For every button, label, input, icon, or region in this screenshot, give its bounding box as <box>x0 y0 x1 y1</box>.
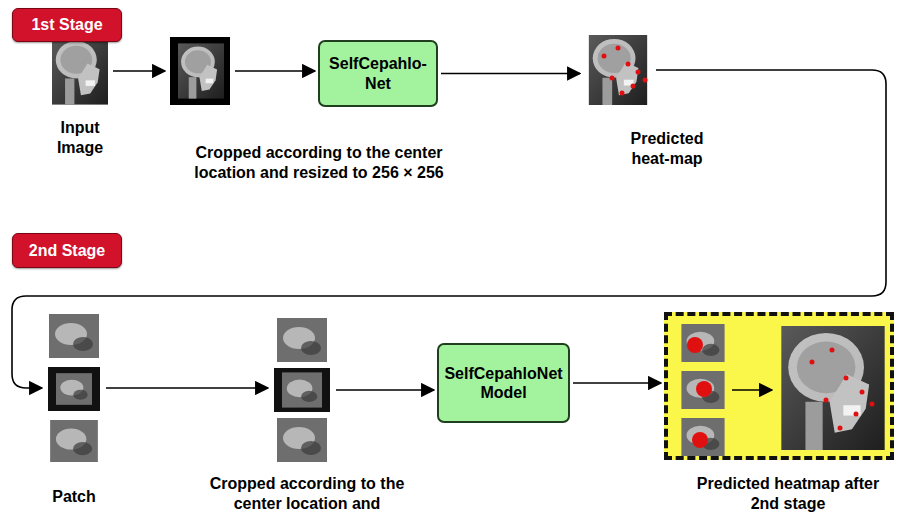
crop-letterbox <box>170 37 230 105</box>
landmark-dot <box>631 84 636 89</box>
image-node: Cropped according to the center location… <box>271 315 333 465</box>
heat-spot <box>692 432 708 448</box>
stage-badge: 2nd Stage <box>12 233 122 268</box>
landmark-dot <box>824 398 829 403</box>
image-caption: Cropped according to the center location… <box>164 143 474 183</box>
flow-arrow <box>235 70 315 72</box>
landmark-dot <box>626 62 631 67</box>
cropped-xray <box>178 43 224 98</box>
patch-dark <box>274 368 330 412</box>
image-caption: Predicted heatmap after 2nd stage <box>688 474 888 514</box>
landmark-dot <box>610 76 615 81</box>
image-node: Predicted heat-map <box>583 33 653 107</box>
cropped-patch <box>277 418 327 462</box>
patch-image <box>49 314 99 358</box>
landmark-dot <box>643 78 648 83</box>
image-node: Input Image <box>50 34 110 108</box>
landmark-dots <box>810 348 875 431</box>
highlight-box: Predicted heatmap after 2nd stage <box>664 312 894 460</box>
process-box: SelfCepahloNet Model <box>437 343 570 423</box>
landmark-dot <box>616 46 621 51</box>
cropped-patch <box>282 372 322 407</box>
landmark-dot <box>602 54 607 59</box>
flow-arrow <box>113 70 165 72</box>
flow-arrow <box>336 389 434 391</box>
landmark-dot <box>838 426 843 431</box>
image-caption: Cropped according to the center location… <box>203 474 411 514</box>
flow-arrow <box>12 70 886 388</box>
node-label: SelfCepahlo-Net <box>328 54 428 92</box>
image-caption: Patch <box>39 487 109 507</box>
stage-badge: 1st Stage <box>12 8 122 42</box>
landmark-dot <box>870 402 875 407</box>
highlight-fill <box>664 312 894 460</box>
landmark-dot <box>636 70 641 75</box>
image-caption: Predicted heat-map <box>611 129 723 169</box>
result-patch <box>681 418 724 456</box>
landmark-dot <box>860 390 865 395</box>
cropped-patch <box>277 318 327 362</box>
flow-arrow <box>573 382 661 384</box>
result-patch <box>681 324 724 362</box>
landmark-dots <box>602 46 648 96</box>
heat-spot <box>696 381 712 397</box>
patch-image <box>50 420 98 462</box>
image-node: Cropped according to the center location… <box>168 35 232 107</box>
landmark-dot <box>620 91 625 96</box>
node-label: 1st Stage <box>31 16 102 34</box>
process-box: SelfCepahlo-Net <box>318 40 438 107</box>
heat-spot <box>687 337 703 353</box>
landmark-dot <box>830 348 835 353</box>
patch-image <box>56 373 92 405</box>
patch-dark <box>48 367 100 411</box>
image-node: Patch <box>45 311 103 465</box>
input-xray <box>52 37 108 104</box>
landmark-dot <box>854 412 859 417</box>
landmark-dot <box>810 360 815 365</box>
result-patch <box>681 371 724 409</box>
node-label: 2nd Stage <box>29 242 105 260</box>
flow-arrow <box>106 387 268 389</box>
node-label: SelfCepahloNet Model <box>444 364 562 402</box>
landmark-dot <box>844 376 849 381</box>
flow-arrow <box>441 73 580 75</box>
heatmap-xray <box>589 35 647 105</box>
image-caption: Input Image <box>45 118 115 158</box>
inner-arrow <box>732 389 772 391</box>
final-xray <box>781 326 884 450</box>
